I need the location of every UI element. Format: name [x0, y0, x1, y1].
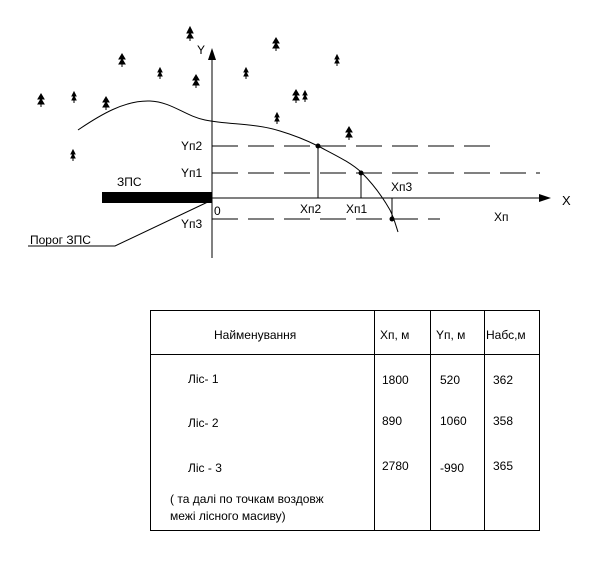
- y-axis-label: Y: [197, 43, 205, 57]
- yp2-label: Yп2: [181, 139, 203, 153]
- point-3: [389, 216, 395, 222]
- tree-icon: [243, 66, 249, 79]
- xp1-label: Хп1: [346, 202, 368, 216]
- row-xp: 890: [382, 414, 403, 428]
- tree-icon: [157, 66, 163, 79]
- row-xp: 1800: [382, 373, 409, 387]
- point-1: [358, 170, 364, 176]
- row-habs: 358: [493, 414, 514, 428]
- origin-label: 0: [214, 204, 221, 218]
- xp3-label: Хп3: [391, 180, 413, 194]
- table-divider: [374, 311, 375, 530]
- tree-icon: [272, 37, 280, 51]
- table-header-divider: [151, 354, 539, 355]
- tree-icon: [118, 53, 126, 67]
- obstacle-table: Найменування Хп, м Yп, м Набс,м Ліс- 1 1…: [150, 310, 540, 531]
- xp-axis-label: Хп: [494, 210, 509, 224]
- tree-icon: [71, 90, 77, 103]
- tree-icon: [186, 25, 194, 41]
- row-habs: 362: [493, 373, 514, 387]
- x-axis-arrow: [539, 194, 551, 202]
- tree-icon: [292, 89, 300, 103]
- row-habs: 365: [493, 459, 514, 473]
- threshold-leader-line: [28, 199, 213, 247]
- row-name: Ліс - 3: [188, 461, 222, 475]
- runway-label: ЗПС: [117, 175, 142, 189]
- row-yp: 1060: [440, 414, 467, 428]
- row-name: Ліс- 2: [188, 416, 219, 430]
- tree-icon: [102, 96, 110, 110]
- table-divider: [430, 311, 431, 530]
- yp3-label: Yп3: [181, 217, 203, 231]
- header-name: Найменування: [214, 328, 297, 342]
- x-axis-label: X: [562, 193, 571, 208]
- tree-icon: [192, 74, 200, 88]
- threshold-label: Порог ЗПС: [30, 233, 91, 247]
- tree-icon: [70, 148, 76, 161]
- forest-obstacle-diagram: Y X Хп ЗПС 0 Порог ЗПС Yп2 Yп1 Yп3 Хп2 Х…: [28, 25, 571, 258]
- row-xp: 2780: [382, 459, 409, 473]
- tree-icon: [345, 126, 353, 140]
- row-yp: 520: [440, 373, 461, 387]
- row-yp: -990: [440, 461, 465, 475]
- note-line-1: ( та далі по точкам воздовж: [170, 492, 324, 506]
- header-habs: Набс,м: [486, 328, 526, 342]
- tree-icon: [37, 93, 45, 107]
- header-xp: Хп, м: [380, 328, 410, 342]
- xp2-label: Хп2: [300, 202, 322, 216]
- tree-icon: [274, 111, 280, 124]
- note-line-2: межі лісного масиву): [170, 509, 286, 523]
- forest-boundary-curve: [77, 100, 399, 233]
- tree-icon: [302, 89, 308, 102]
- y-axis-arrow: [208, 48, 216, 60]
- point-2: [315, 143, 321, 149]
- table-divider: [484, 311, 485, 530]
- dashed-guides: [212, 145, 540, 220]
- table-note: ( та далі по точкам воздовж межі лісного…: [170, 491, 324, 525]
- row-name: Ліс- 1: [188, 372, 219, 386]
- yp1-label: Yп1: [181, 166, 203, 180]
- tree-icon: [334, 53, 340, 66]
- runway-bar: [102, 192, 212, 203]
- tree-icons: [37, 25, 353, 161]
- header-yp: Yп, м: [436, 328, 466, 342]
